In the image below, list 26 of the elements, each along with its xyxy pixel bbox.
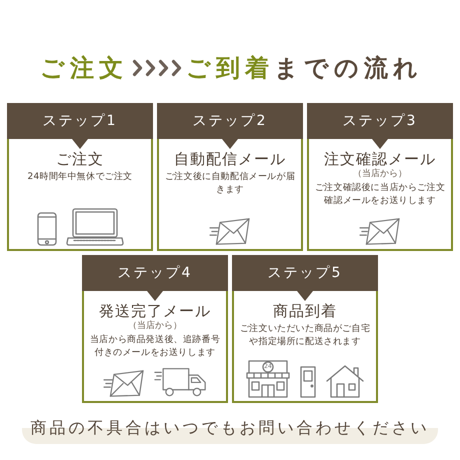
step-description: 当店から商品発送後、追跡番号付きのメールをお送りします xyxy=(88,334,222,359)
step-title: 発送完了メール xyxy=(99,302,211,320)
step-header: ステップ5 xyxy=(232,255,378,301)
step-header: ステップ1 xyxy=(7,103,153,149)
notice-text: 商品の不具合はいつでもお問い合わせください xyxy=(30,417,430,439)
step-title: 自動配信メール xyxy=(174,150,286,169)
chevron-arrow xyxy=(132,60,182,76)
step-description: ご注文後に自動配信メールが届きます xyxy=(164,171,296,196)
step-title: 注文確認メール xyxy=(324,150,436,168)
step-header: ステップ3 xyxy=(307,103,453,149)
step-note: （当店から） xyxy=(128,321,182,332)
step-description: ご注文いただいた商品がご自宅や指定場所に配送されます xyxy=(238,323,372,348)
step-title: 商品到着 xyxy=(273,302,337,321)
step-card xyxy=(82,255,228,403)
heading-text: ご到着までの流れ xyxy=(186,53,423,83)
step-title: ご注文 xyxy=(56,150,104,169)
step-description: 24時間年中無休でご注文 xyxy=(27,171,133,184)
step-card xyxy=(232,255,378,403)
step-header: ステップ2 xyxy=(157,103,303,149)
step-card xyxy=(157,103,303,251)
step-description: ご注文確認後に当店からご注文確認メールをお送りします xyxy=(314,182,446,207)
heading-text: ご注文 xyxy=(40,53,128,83)
step-card xyxy=(7,103,153,251)
step-card xyxy=(307,103,453,251)
step-note: （当店から） xyxy=(353,169,407,180)
step-header: ステップ4 xyxy=(82,255,228,301)
